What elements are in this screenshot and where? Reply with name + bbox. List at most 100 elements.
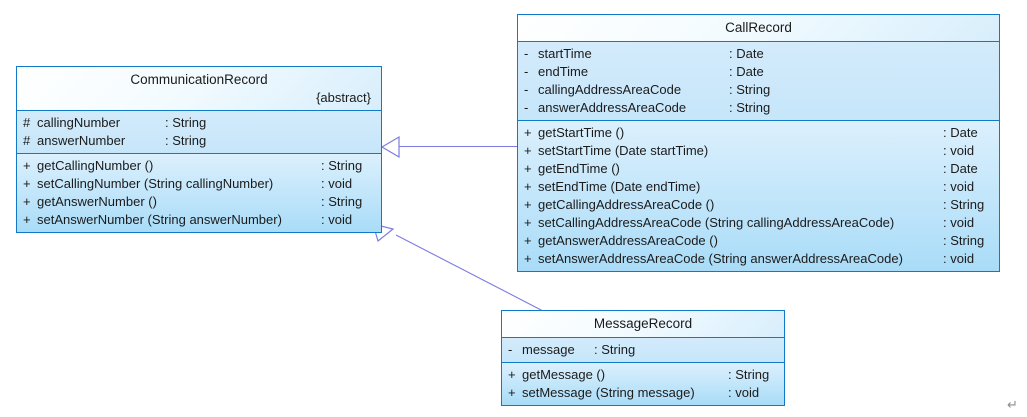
operation-return-type: : Date xyxy=(943,161,978,176)
visibility-marker: + xyxy=(508,367,516,382)
class-header-message-record: MessageRecord xyxy=(502,311,784,337)
operation-return-type: : void xyxy=(321,212,353,227)
operation-signature: getStartTime () xyxy=(538,125,625,140)
visibility-marker: + xyxy=(524,125,532,140)
visibility-marker: + xyxy=(23,158,31,173)
visibility-marker: - xyxy=(524,64,529,79)
operation-row[interactable]: + getCallingAddressAreaCode () : String xyxy=(518,196,999,214)
operation-signature: getMessage () xyxy=(522,367,606,382)
visibility-marker: + xyxy=(524,179,532,194)
attribute-name: endTime: Date xyxy=(538,64,764,79)
attribute-type: : String xyxy=(165,115,207,130)
operation-row[interactable]: + getEndTime () : Date xyxy=(518,160,999,178)
operation-return-type: : String xyxy=(321,158,363,173)
attribute-name: startTime: Date xyxy=(538,46,764,61)
operation-return-type: : Date xyxy=(943,125,978,140)
attributes-compartment-message-record: - message: String xyxy=(502,337,784,362)
operation-signature: setAnswerAddressAreaCode (String answerA… xyxy=(538,251,903,266)
operation-signature: setStartTime (Date startTime) xyxy=(538,143,709,158)
operation-signature: getEndTime () xyxy=(538,161,620,176)
visibility-marker: + xyxy=(524,143,532,158)
operation-signature: setCallingNumber (String callingNumber) xyxy=(37,176,274,191)
operation-signature: setMessage (String message) xyxy=(522,385,695,400)
class-name-call-record: CallRecord xyxy=(725,20,792,35)
operations-compartment-message-record: + getMessage () : String + setMessage (S… xyxy=(502,362,784,405)
uml-class-communication-record[interactable]: CommunicationRecord {abstract} # calling… xyxy=(16,66,382,233)
operation-signature: getAnswerNumber () xyxy=(37,194,157,209)
operation-row[interactable]: + setMessage (String message) : void xyxy=(502,384,784,402)
visibility-marker: - xyxy=(524,100,529,115)
class-header-call-record: CallRecord xyxy=(518,15,999,41)
visibility-marker: + xyxy=(508,385,516,400)
attribute-row[interactable]: - endTime: Date xyxy=(518,63,999,81)
operation-signature: getCallingNumber () xyxy=(37,158,154,173)
attribute-row[interactable]: - message: String xyxy=(502,341,784,359)
operation-row[interactable]: + getStartTime () : Date xyxy=(518,124,999,142)
operation-return-type: : void xyxy=(728,385,760,400)
operations-compartment-communication-record: + getCallingNumber () : String + setCall… xyxy=(17,153,381,232)
attribute-name: answerAddressAreaCode: String xyxy=(538,100,771,115)
attributes-compartment-communication-record: # callingNumber: String # answerNumber: … xyxy=(17,110,381,153)
visibility-marker: + xyxy=(524,233,532,248)
operation-signature: setCallingAddressAreaCode (String callin… xyxy=(538,215,895,230)
operation-return-type: : String xyxy=(943,233,985,248)
visibility-marker: + xyxy=(23,194,31,209)
generalization-triangle-callrecord[interactable] xyxy=(380,135,401,159)
attribute-row[interactable]: - answerAddressAreaCode: String xyxy=(518,99,999,117)
operation-return-type: : void xyxy=(943,251,975,266)
operation-row[interactable]: + setCallingAddressAreaCode (String call… xyxy=(518,214,999,232)
operation-return-type: : String xyxy=(943,197,985,212)
visibility-marker: + xyxy=(524,161,532,176)
operation-return-type: : String xyxy=(321,194,363,209)
paragraph-return-mark: ↵ xyxy=(1007,397,1018,412)
attribute-row[interactable]: - startTime: Date xyxy=(518,45,999,63)
attribute-name: callingAddressAreaCode: String xyxy=(538,82,771,97)
visibility-marker: + xyxy=(524,215,532,230)
class-name-message-record: MessageRecord xyxy=(593,316,693,331)
generalization-line-callrecord[interactable] xyxy=(398,146,517,147)
operations-compartment-call-record: + getStartTime () : Date + setStartTime … xyxy=(518,120,999,271)
operation-row[interactable]: + setCallingNumber (String callingNumber… xyxy=(17,175,381,193)
attribute-type: : String xyxy=(165,133,207,148)
operation-row[interactable]: + getCallingNumber () : String xyxy=(17,157,381,175)
visibility-marker: # xyxy=(23,133,31,148)
operation-signature: setEndTime (Date endTime) xyxy=(538,179,701,194)
uml-class-call-record[interactable]: CallRecord - startTime: Date - endTime: … xyxy=(517,14,1000,272)
operation-return-type: : void xyxy=(321,176,353,191)
operation-return-type: : void xyxy=(943,143,975,158)
visibility-marker: + xyxy=(23,212,31,227)
operation-signature: getCallingAddressAreaCode () xyxy=(538,197,715,212)
visibility-marker: - xyxy=(508,342,513,357)
attribute-name: message: String xyxy=(522,342,636,357)
attribute-type: : String xyxy=(729,82,771,97)
operation-signature: setAnswerNumber (String answerNumber) xyxy=(37,212,282,227)
operation-row[interactable]: + setAnswerNumber (String answerNumber) … xyxy=(17,211,381,229)
visibility-marker: # xyxy=(23,115,31,130)
attribute-row[interactable]: # answerNumber: String xyxy=(17,132,381,150)
attribute-name: callingNumber: String xyxy=(37,115,207,130)
generalization-line-messagerecord[interactable] xyxy=(380,222,550,317)
attribute-type: : String xyxy=(594,342,636,357)
operation-row[interactable]: + getAnswerNumber () : String xyxy=(17,193,381,211)
operation-return-type: : void xyxy=(943,215,975,230)
uml-class-message-record[interactable]: MessageRecord - message: String + getMes… xyxy=(501,310,785,406)
operation-row[interactable]: + getAnswerAddressAreaCode () : String xyxy=(518,232,999,250)
attribute-name: answerNumber: String xyxy=(37,133,207,148)
operation-row[interactable]: + getMessage () : String xyxy=(502,366,784,384)
attribute-type: : String xyxy=(729,100,771,115)
attributes-compartment-call-record: - startTime: Date - endTime: Date - call… xyxy=(518,41,999,120)
visibility-marker: - xyxy=(524,82,529,97)
operation-row[interactable]: + setEndTime (Date endTime) : void xyxy=(518,178,999,196)
operation-row[interactable]: + setAnswerAddressAreaCode (String answe… xyxy=(518,250,999,268)
attribute-type: : Date xyxy=(729,46,764,61)
operation-signature: getAnswerAddressAreaCode () xyxy=(538,233,718,248)
attribute-row[interactable]: - callingAddressAreaCode: String xyxy=(518,81,999,99)
operation-return-type: : void xyxy=(943,179,975,194)
operation-row[interactable]: + setStartTime (Date startTime) : void xyxy=(518,142,999,160)
attribute-row[interactable]: # callingNumber: String xyxy=(17,114,381,132)
visibility-marker: - xyxy=(524,46,529,61)
operation-return-type: : String xyxy=(728,367,770,382)
attribute-type: : Date xyxy=(729,64,764,79)
visibility-marker: + xyxy=(524,197,532,212)
